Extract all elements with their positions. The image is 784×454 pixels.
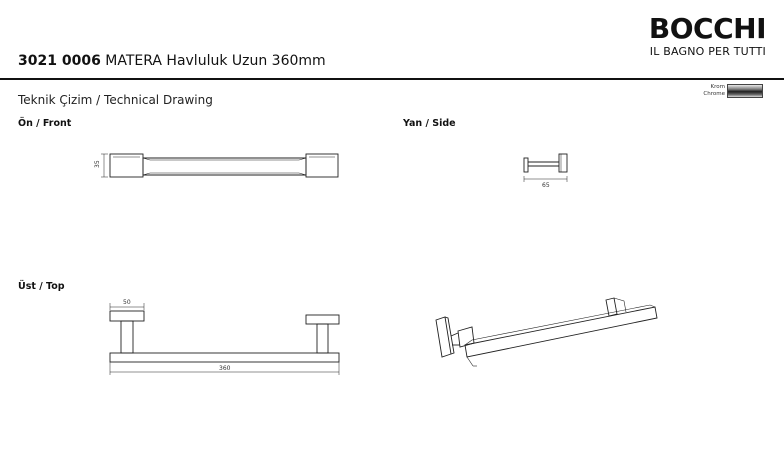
page-title: 3021 0006 MATERA Havluluk Uzun 360mm — [18, 53, 326, 69]
brand-tagline: IL BAGNO PER TUTTI — [649, 45, 766, 58]
product-name: MATERA Havluluk Uzun 360mm — [105, 53, 326, 69]
header-divider — [0, 78, 784, 80]
side-view-label: Yan / Side — [403, 118, 456, 129]
isometric-view-drawing — [435, 297, 658, 367]
front-view-label: Ön / Front — [18, 118, 72, 129]
front-view-drawing — [101, 153, 339, 178]
top-base-dimension: 50 — [123, 299, 131, 306]
drawing-subtitle: Teknik Çizim / Technical Drawing — [18, 93, 213, 107]
chrome-finish-swatch — [727, 84, 763, 98]
top-view-label: Üst / Top — [18, 281, 65, 292]
product-code: 3021 0006 — [18, 53, 101, 69]
front-height-dimension: 35 — [94, 160, 101, 168]
finish-label-tr: Krom — [710, 84, 725, 90]
top-length-dimension: 360 — [219, 365, 231, 372]
finish-label-en: Chrome — [703, 91, 725, 97]
brand-logo: BOCCHI — [648, 12, 767, 45]
brand-block: BOCCHI IL BAGNO PER TUTTI — [648, 12, 767, 59]
side-depth-dimension: 65 — [542, 182, 550, 189]
top-view-drawing — [109, 303, 340, 375]
finish-labels: Krom Chrome — [691, 84, 725, 98]
side-view-drawing — [523, 153, 568, 182]
